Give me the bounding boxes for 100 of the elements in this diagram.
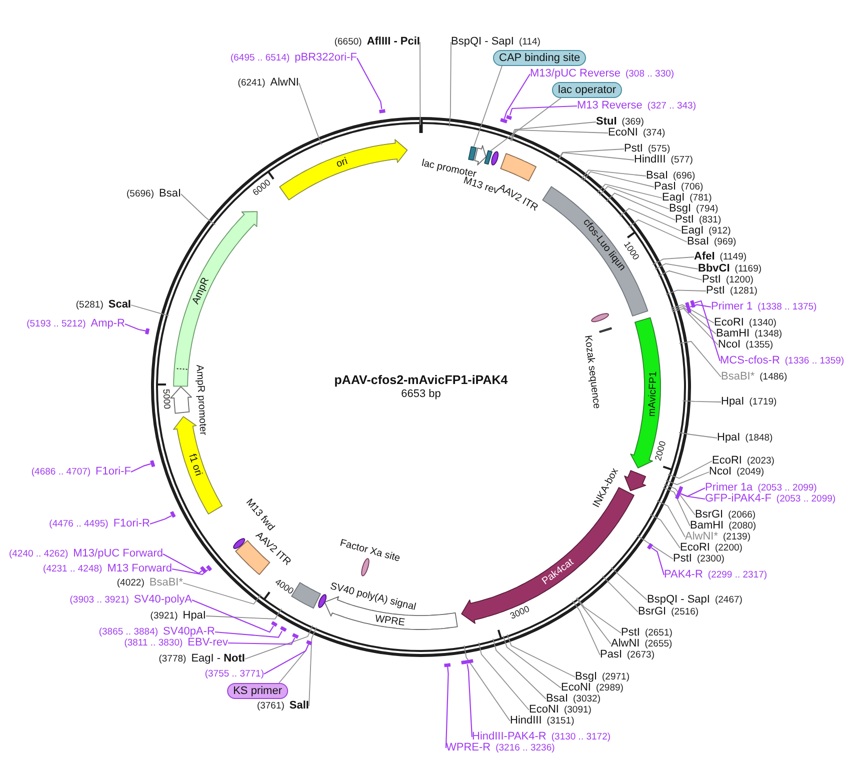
leader-line (556, 148, 624, 164)
leader-line (662, 487, 690, 526)
feature-label: SV40 poly(A) signal (329, 581, 417, 613)
cut-site-position: (575) (648, 144, 670, 154)
primer-position: (4686 .. 4707) (31, 466, 91, 478)
primer-position: (1338 .. 1375) (758, 302, 817, 312)
leader-line (599, 186, 670, 210)
cut-site-position: (3761) (256, 700, 284, 712)
enzyme-name: BspQI - SapI (647, 594, 710, 606)
cut-site-position: (4022) (116, 578, 144, 588)
scale-label: 4000 (273, 577, 296, 596)
leader-line (678, 340, 722, 378)
primer-name: HindIII-PAK4-R (472, 732, 546, 742)
leader-line (652, 256, 694, 266)
cut-site-position: (5281) (76, 300, 104, 310)
cut-site-position: (374) (642, 128, 666, 138)
cut-site-position: (794) (696, 204, 718, 214)
enzyme-name: BamHI (690, 520, 724, 532)
cut-site-position: (369) (622, 116, 644, 128)
cut-site-position: (831) (698, 214, 722, 226)
cut-site-position: (2971) (602, 672, 630, 682)
cut-site-position: (3778) (158, 654, 186, 664)
enzyme-name: NcoI (718, 340, 741, 350)
enzyme-name: HindIII (634, 154, 666, 166)
cut-site-position: (1340) (748, 318, 776, 328)
primer-name: M13/pUC Forward (73, 548, 163, 560)
cut-site-position: (3151) (546, 716, 574, 726)
leader-line (576, 598, 612, 644)
cut-site-position: (1200) (726, 274, 754, 286)
cut-site-position: (706) (681, 182, 704, 192)
enzyme-name: BsaBI* (721, 372, 755, 382)
plasmid-name: pAAV-cfos2-mAvicFP1-iPAK4 (334, 373, 508, 387)
enzyme-name: BsaI (687, 236, 710, 248)
cut-site-position: (2655) (644, 638, 672, 650)
primer-name: pBR322ori-F (294, 52, 357, 64)
enzyme-name: PstI (706, 286, 725, 296)
enzyme-name: EcoRI (714, 318, 744, 328)
enzyme-name: EcoNI (529, 704, 559, 716)
primer-position: (1336 .. 1359) (784, 356, 844, 366)
leader-line (356, 58, 382, 109)
enzyme-name: ScaI (108, 300, 131, 310)
leader-line (665, 472, 710, 486)
enzyme-name: BamHI (716, 328, 750, 340)
leader-line (466, 664, 473, 738)
cut-site-position: (2023) (746, 456, 774, 466)
cut-site-position: (2651) (644, 628, 672, 638)
leader-line (172, 568, 208, 575)
leader-line (572, 600, 600, 656)
cut-site-position: (1149) (720, 252, 747, 262)
enzyme-name: AlwNI (611, 638, 640, 650)
cut-site-position: (2080) (728, 520, 756, 532)
primer-name: Primer 1 (711, 302, 753, 312)
feature-label: AmpR promoter (194, 364, 208, 436)
primer-position: (2053 .. 2099) (758, 482, 817, 494)
primer-position: (5193 .. 5212) (26, 318, 86, 330)
leader-line (671, 306, 716, 334)
leader-line (656, 500, 686, 538)
leader-line (308, 626, 317, 706)
cut-site-position: (1355) (746, 340, 774, 350)
leader-line (682, 400, 722, 402)
primer-position: (3216 .. 3236) (496, 742, 555, 754)
enzyme-name: BsrGI (695, 510, 724, 520)
enzyme-name: HpaI (717, 432, 740, 444)
feature-tag: lac operator (552, 82, 622, 98)
primer-name: Primer 1a (705, 482, 753, 494)
leader-line (492, 638, 546, 700)
leader-line (576, 597, 622, 634)
scale-label: 2000 (654, 440, 668, 462)
enzyme-name: PstI (702, 274, 721, 286)
leader-line (694, 300, 721, 362)
cut-site-position: (1486) (760, 372, 788, 382)
leader-line (619, 208, 682, 232)
primer-position: (327 .. 343) (647, 100, 696, 112)
leader-line (490, 98, 562, 152)
leader-line (602, 575, 638, 612)
enzyme-name: PstI (624, 144, 643, 154)
primer-position: (4240 .. 4262) (8, 548, 68, 560)
enzyme-name: EagI (681, 226, 704, 236)
leader-line (556, 152, 634, 164)
enzyme-name: NcoI (709, 466, 732, 478)
enzyme-name: BsgI (575, 672, 598, 682)
leader-line (582, 171, 654, 188)
enzyme-name: BbvCI (698, 264, 730, 274)
feature-label: ori (335, 156, 350, 170)
scale-label: 5000 (161, 389, 172, 410)
primer-name: M13/pUC Reverse (530, 68, 620, 80)
scale-label: 3000 (509, 604, 532, 622)
primer-name: MCS-cfos-R (720, 356, 780, 366)
primer-position: (308 .. 330) (625, 68, 674, 80)
leader-line (506, 634, 576, 678)
primer-position: (3865 .. 3884) (98, 626, 158, 638)
enzyme-name: HindIII (510, 716, 542, 726)
primer-name: SV40pA-R (163, 626, 215, 638)
enzyme-name: BsaBI* (149, 578, 183, 588)
primer-position: (3811 .. 3830) (124, 638, 183, 648)
leader-line (678, 432, 718, 438)
leader-line (244, 625, 314, 660)
cut-site-position: (2989) (596, 682, 624, 694)
leader-line (130, 463, 151, 472)
cut-site-position: (781) (690, 192, 712, 204)
